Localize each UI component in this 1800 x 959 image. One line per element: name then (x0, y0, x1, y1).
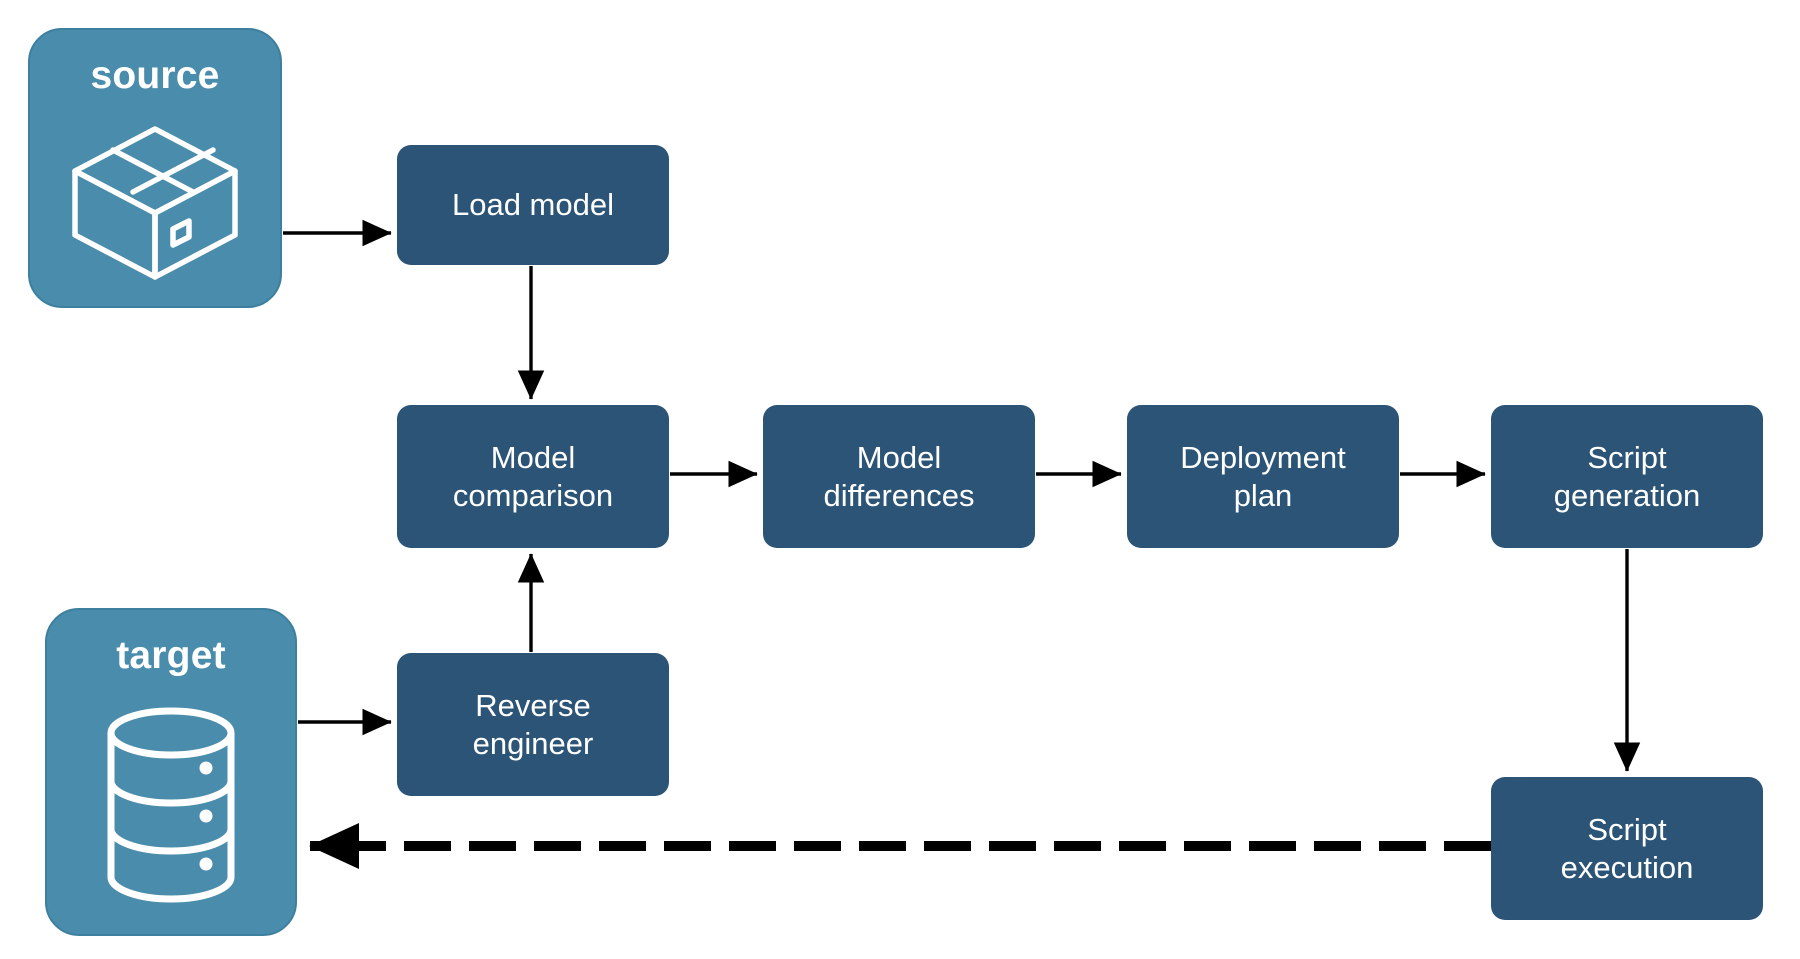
process-box-model-differences[interactable]: Model differences (763, 405, 1035, 548)
process-label-script-generation: Script generation (1553, 440, 1701, 513)
process-box-script-generation[interactable]: Script generation (1491, 405, 1763, 548)
process-label-load-model: Load model (451, 187, 614, 223)
endpoint-label-target: target (116, 634, 226, 677)
process-label-reverse-engineer: Reverse engineer (472, 688, 594, 761)
process-box-load-model[interactable]: Load model (397, 145, 669, 265)
endpoint-label-source: source (90, 54, 220, 97)
database-cylinder-icon (47, 675, 295, 934)
package-box-icon (30, 95, 280, 306)
endpoint-card-target[interactable]: target (45, 608, 297, 936)
process-label-deployment-plan: Deployment plan (1180, 440, 1346, 513)
process-box-model-comparison[interactable]: Model comparison (397, 405, 669, 548)
process-label-model-comparison: Model comparison (452, 440, 614, 513)
process-label-model-differences: Model differences (823, 440, 975, 513)
process-box-script-execution[interactable]: Script execution (1491, 777, 1763, 920)
endpoint-card-source[interactable]: source (28, 28, 282, 308)
process-box-deployment-plan[interactable]: Deployment plan (1127, 405, 1399, 548)
process-box-reverse-engineer[interactable]: Reverse engineer (397, 653, 669, 796)
process-label-script-execution: Script execution (1560, 812, 1694, 885)
